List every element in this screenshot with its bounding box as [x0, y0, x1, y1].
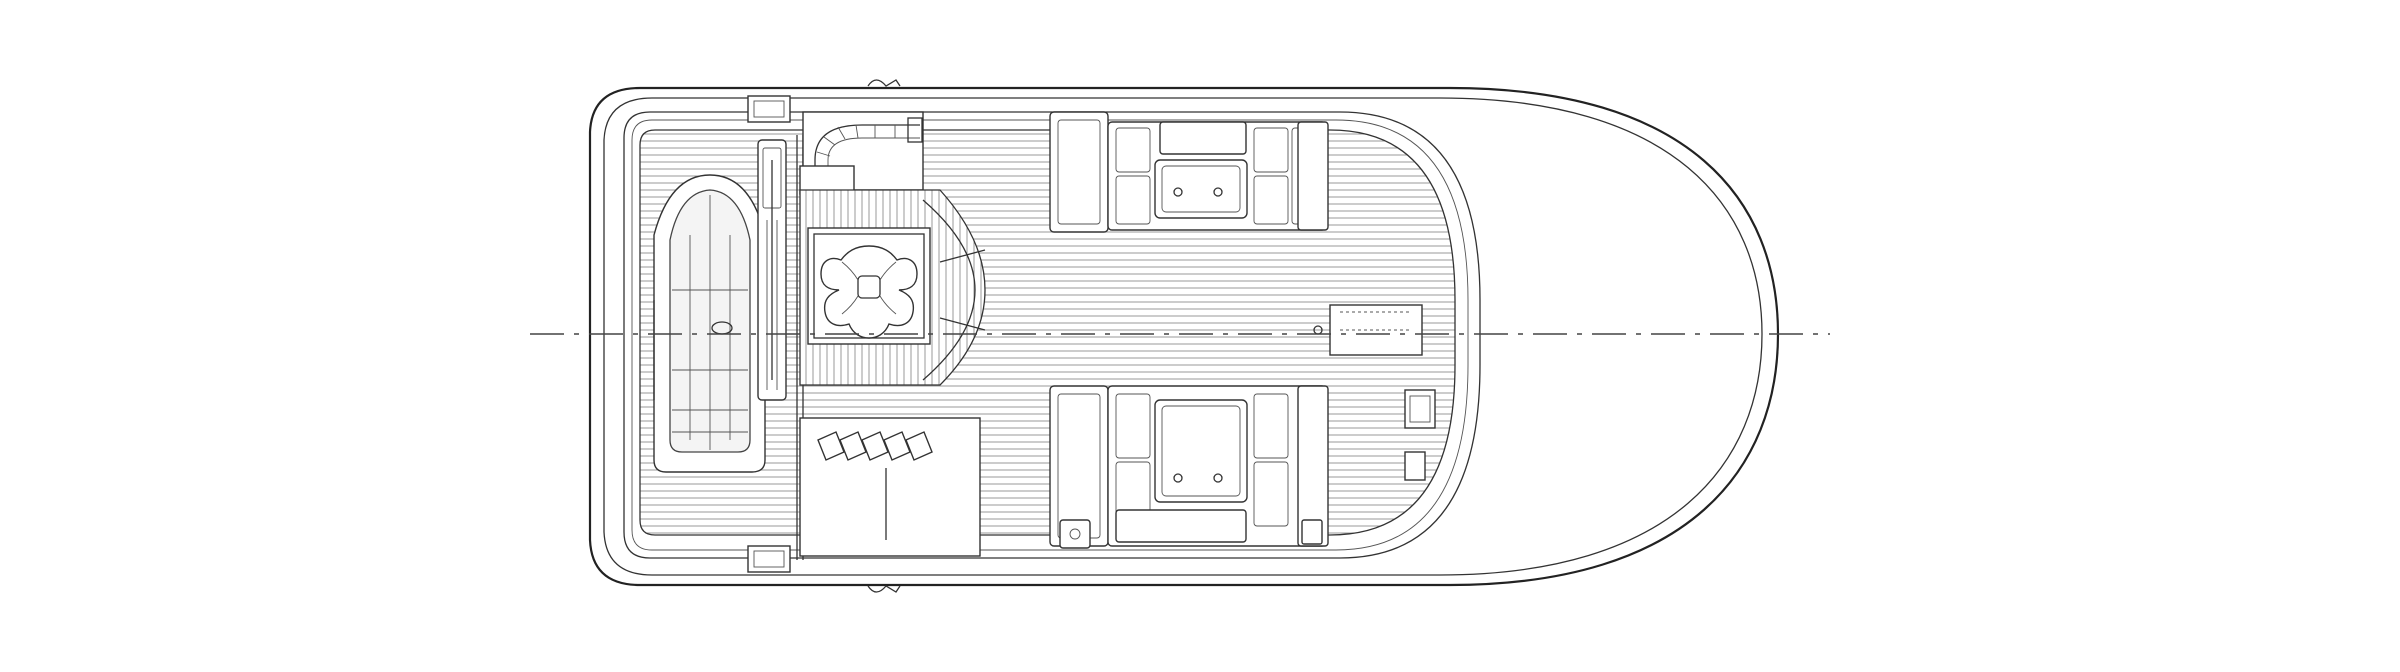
- jacuzzi: [807, 227, 931, 345]
- upper-settee-table: [1049, 111, 1329, 233]
- tender-dinghy: [653, 174, 766, 473]
- storage-locker: [799, 417, 981, 557]
- helm-station: [1313, 304, 1436, 481]
- deck-edge: [623, 111, 1481, 559]
- spiral-staircase: [799, 111, 924, 195]
- lower-settee-table: [1049, 385, 1329, 549]
- davit-cradles: [747, 79, 901, 593]
- hull-outline: [588, 86, 1780, 587]
